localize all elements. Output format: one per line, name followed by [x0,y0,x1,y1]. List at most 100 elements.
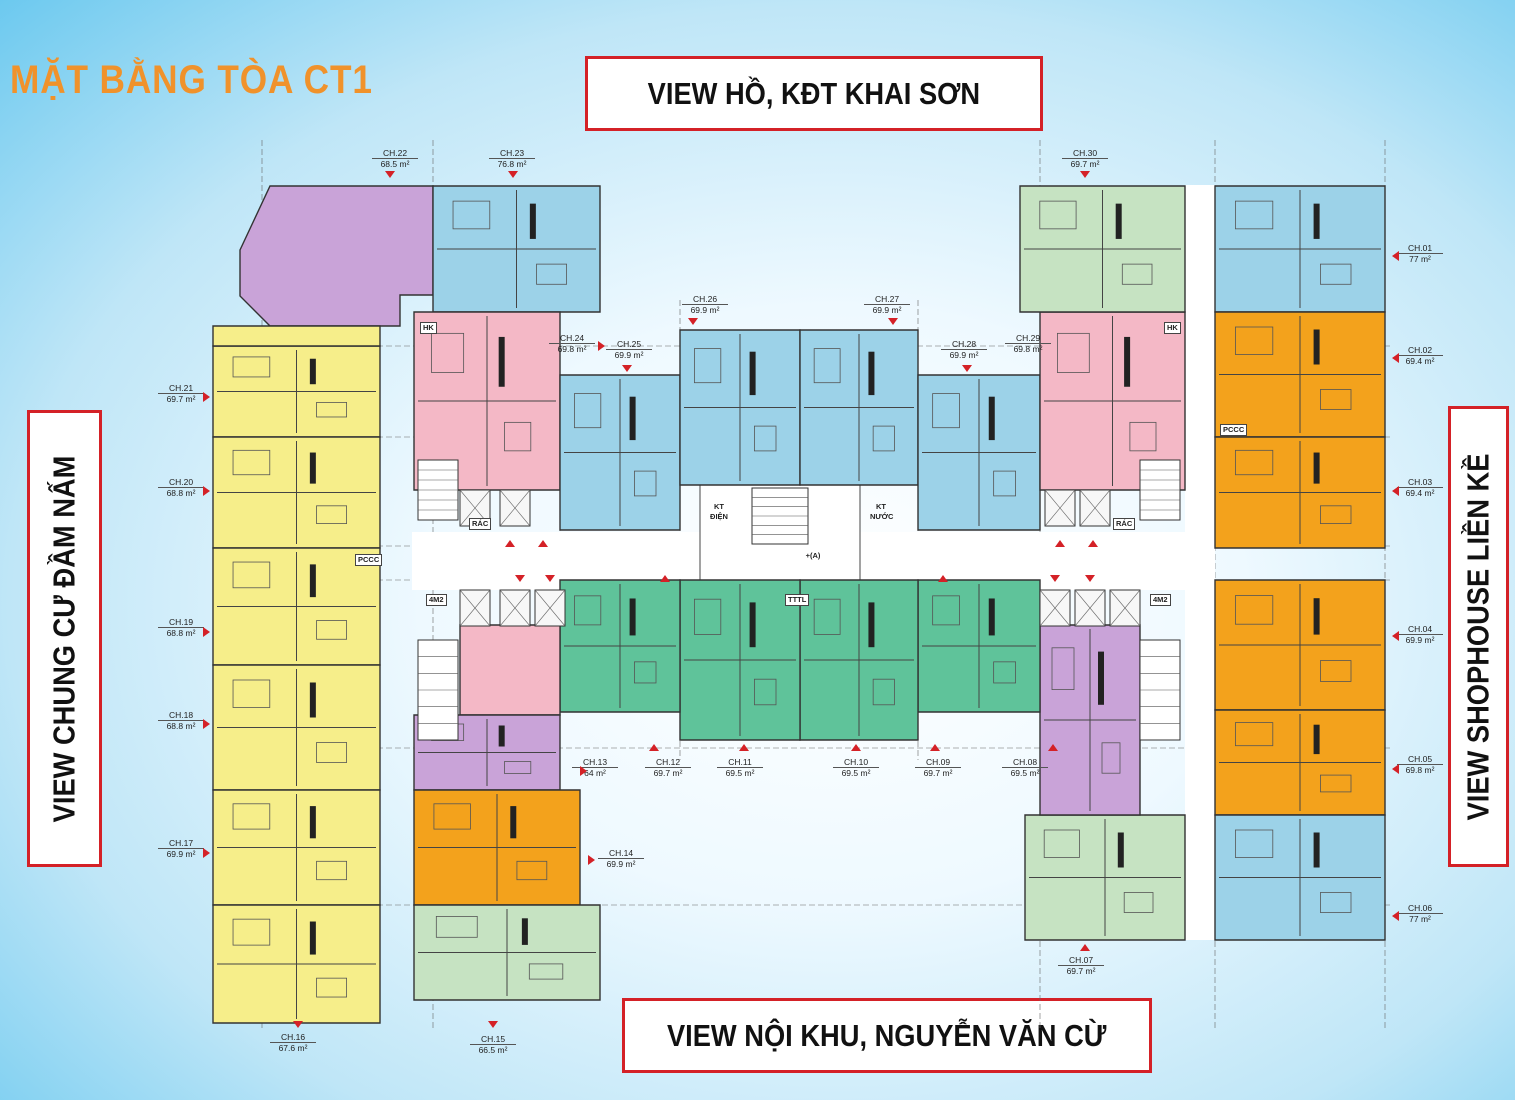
plan-title: MẶT BẰNG TÒA CT1 [10,58,373,102]
room-25-wardrobe [629,598,636,636]
unit-code: CH.02 [1407,345,1433,355]
view-arrow-icon [1085,575,1095,582]
room-22-table [993,661,1017,684]
unit-code: CH.29 [1015,333,1041,343]
room-6-bed [232,918,271,946]
room-14-bed [1235,200,1274,230]
room-18-bed [1235,722,1274,747]
room-0-bed [452,200,491,230]
room-21-table [1101,742,1121,774]
view-left-label: VIEW CHUNG CƯ ĐẦM NẤM [27,410,102,867]
view-arrow-icon [203,627,210,637]
room-4-wardrobe [309,682,316,718]
view-arrow-icon [293,1021,303,1028]
room-5-wardrobe [309,806,316,839]
view-arrow-icon [1055,540,1065,547]
unit-code: CH.21 [168,383,194,393]
unit-code: CH.09 [925,757,951,767]
room-0-table [536,263,567,285]
unit-code: CH.15 [480,1034,506,1044]
view-arrow-icon [1392,911,1399,921]
room-10-wardrobe [868,351,875,396]
room-2-wardrobe [309,452,316,484]
tag-hk: HK [1164,322,1181,334]
view-arrow-icon [385,171,395,178]
right-shaft [1185,185,1215,940]
room-8-bed [574,393,602,429]
view-arrow-icon [1392,353,1399,363]
unit-code: CH.24 [559,333,585,343]
room-1-table [316,402,348,418]
room-12-bed [1057,332,1090,373]
unit-area: 77 m² [1397,913,1443,924]
room-details [217,190,1381,1019]
unit-area: 69.5 m² [1002,767,1048,778]
view-arrow-icon [1392,251,1399,261]
room-15-table [1320,389,1352,410]
view-arrow-icon [688,318,698,325]
view-top-text: VIEW HỒ, KĐT KHAI SƠN [647,75,981,111]
view-arrow-icon [545,575,555,582]
room-6-table [316,977,348,998]
room-5-bed [232,803,271,830]
view-arrow-icon [598,341,605,351]
unit-area: 69.9 m² [864,304,910,315]
room-28-bed [435,916,478,938]
view-arrow-icon [888,318,898,325]
elevator-x [459,589,491,627]
room-7-bed [431,332,465,373]
room-16-wardrobe [1313,452,1320,484]
room-19-bed [1235,829,1274,858]
tag-m42: 4M2 [1150,594,1171,606]
view-arrow-icon [1392,631,1399,641]
view-right-label: VIEW SHOPHOUSE LIỀN KỀ [1448,406,1509,867]
unit-code: CH.07 [1068,955,1094,965]
room-19-wardrobe [1313,832,1320,868]
tag-rac: RÁC [1113,518,1136,530]
tag-pccc: PCCC [355,554,383,566]
unit-area: 69.5 m² [833,767,879,778]
elevator-x [1044,489,1076,527]
unit-area: 69.5 m² [717,767,763,778]
room-11-wardrobe [988,396,995,441]
unit-code: CH.22 [382,148,408,158]
room-25-table [634,661,657,684]
room-28-table [528,963,564,980]
unit-ch-22 [239,185,434,327]
room-9-table [754,425,777,452]
view-arrow-icon [938,575,948,582]
room-28-wardrobe [521,918,528,945]
unit-code: CH.17 [168,838,194,848]
unit-area: 66.5 m² [470,1044,516,1055]
unit-area: 76.8 m² [489,158,535,169]
unit-area: 69.9 m² [682,304,728,315]
room-10-bed [813,348,841,384]
view-arrow-icon [1392,764,1399,774]
unit-code: CH.05 [1407,754,1433,764]
room-3-bed [232,561,271,589]
elevator-x [1039,589,1071,627]
room-11-table [993,470,1017,497]
room-8-wardrobe [629,396,636,441]
unit-code: CH.18 [168,710,194,720]
room-1-bed [232,356,271,378]
room-13-table [1121,263,1153,285]
room-0-wardrobe [529,203,536,239]
unit-area: 68.5 m² [372,158,418,169]
room-22-wardrobe [988,598,995,636]
view-arrow-icon [660,575,670,582]
